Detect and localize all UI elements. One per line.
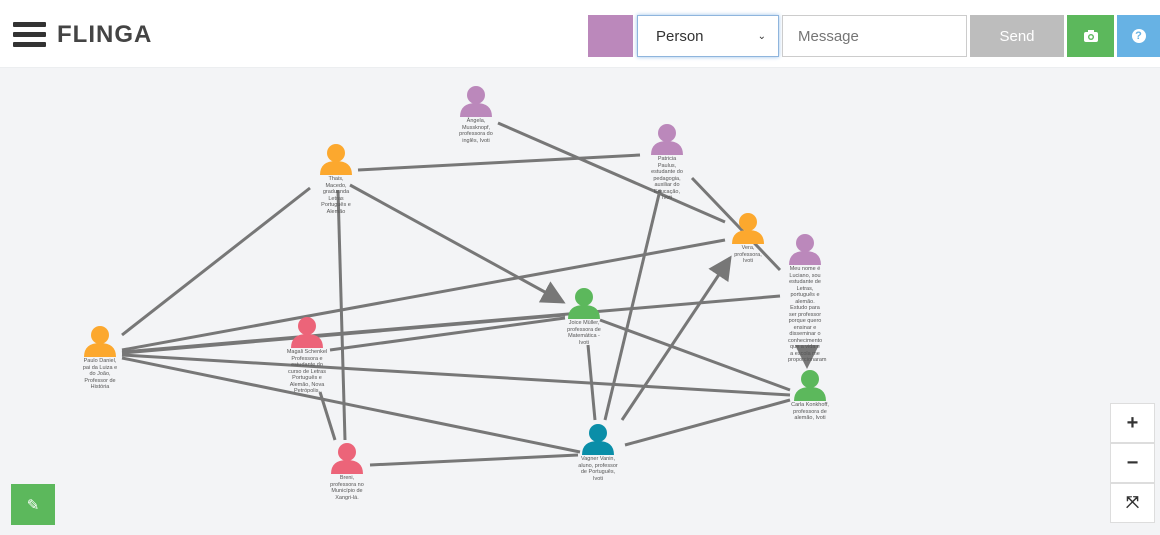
graph-edge[interactable] bbox=[121, 238, 726, 352]
person-node-carla[interactable]: Carla Konkhoff, professora de alemão, Iv… bbox=[775, 369, 845, 422]
person-icon bbox=[651, 124, 683, 155]
graph-edge[interactable] bbox=[620, 255, 732, 421]
person-icon bbox=[794, 370, 826, 401]
menu-icon[interactable] bbox=[13, 22, 46, 48]
help-button[interactable]: ? bbox=[1117, 15, 1160, 57]
top-bar: FLINGA Person ⌄ Send ? bbox=[0, 0, 1160, 68]
graph-edge[interactable] bbox=[121, 356, 581, 454]
person-icon bbox=[582, 424, 614, 455]
graph-edge[interactable] bbox=[603, 189, 662, 421]
person-icon bbox=[291, 317, 323, 348]
person-icon bbox=[331, 443, 363, 474]
person-icon bbox=[84, 326, 116, 357]
graph-edge[interactable] bbox=[497, 121, 726, 224]
zoom-in-button[interactable]: + bbox=[1110, 403, 1155, 443]
node-label: Thais, Macedo, graduanda Letras Portuguê… bbox=[321, 176, 351, 215]
node-type-value: Person bbox=[656, 27, 704, 45]
color-picker[interactable] bbox=[588, 15, 633, 57]
node-label: Meu nome é Luciano, sou estudante de Let… bbox=[788, 266, 827, 363]
person-node-teal[interactable]: Vagner Vanin, aluno, professor de Portug… bbox=[563, 423, 633, 482]
node-label: Paulo Daniel, pai da Luiza e do João, Pr… bbox=[82, 358, 118, 390]
person-node-paulo[interactable]: Paulo Daniel, pai da Luiza e do João, Pr… bbox=[65, 325, 135, 391]
person-icon bbox=[320, 144, 352, 175]
person-node-thais[interactable]: Thais, Macedo, graduanda Letras Portuguê… bbox=[301, 143, 371, 215]
graph-edge[interactable] bbox=[690, 176, 782, 272]
graph-edge[interactable] bbox=[336, 189, 347, 441]
chevron-down-icon: ⌄ bbox=[757, 30, 766, 42]
person-node-luciano[interactable]: Meu nome é Luciano, sou estudante de Let… bbox=[770, 233, 840, 364]
app-logo: FLINGA bbox=[57, 21, 153, 48]
person-node-patricia[interactable]: Patricia Paulus, estudante do pedagogia,… bbox=[632, 123, 702, 202]
person-node-angela[interactable]: Ângela, Mussknopf, professora do inglês,… bbox=[441, 85, 511, 144]
person-node-magali[interactable]: Magali Schenkel Professora e estudante d… bbox=[272, 316, 342, 395]
node-label: Vera, professora, Ivoti bbox=[734, 245, 762, 264]
camera-button[interactable] bbox=[1067, 15, 1114, 57]
graph-edge[interactable] bbox=[349, 183, 566, 304]
person-icon bbox=[568, 288, 600, 319]
edit-button[interactable]: ✎ bbox=[11, 484, 55, 525]
node-label: Ângela, Mussknopf, professora do inglês,… bbox=[459, 118, 493, 144]
graph-edge[interactable] bbox=[624, 398, 791, 447]
pencil-icon: ✎ bbox=[26, 496, 40, 514]
node-label: Patricia Paulus, estudante do pedagogia,… bbox=[651, 156, 683, 201]
graph-edge[interactable] bbox=[599, 318, 791, 392]
send-button[interactable]: Send bbox=[970, 15, 1064, 57]
node-type-select[interactable]: Person ⌄ bbox=[637, 15, 779, 57]
help-icon: ? bbox=[1131, 29, 1146, 43]
graph-edge[interactable] bbox=[357, 153, 641, 172]
graph-edge[interactable] bbox=[121, 313, 566, 355]
person-node-vera[interactable]: Vera, professora, Ivoti bbox=[713, 212, 783, 265]
node-label: Vagner Vanin, aluno, professor de Portug… bbox=[578, 456, 618, 482]
node-label: Joice Müller, professora de Matemática -… bbox=[567, 320, 601, 346]
person-node-breni[interactable]: Breni, professora no Município de Xangri… bbox=[312, 442, 382, 501]
graph-edge[interactable] bbox=[121, 186, 311, 337]
graph-edge[interactable] bbox=[121, 353, 791, 397]
person-icon bbox=[789, 234, 821, 265]
person-node-joice[interactable]: Joice Müller, professora de Matemática -… bbox=[549, 287, 619, 346]
node-label: Carla Konkhoff, professora de alemão, Iv… bbox=[791, 402, 829, 421]
zoom-out-button[interactable]: − bbox=[1110, 443, 1155, 483]
fit-screen-button[interactable]: ⤧ bbox=[1110, 483, 1155, 523]
graph-edge[interactable] bbox=[329, 316, 566, 352]
person-icon bbox=[460, 86, 492, 117]
message-input[interactable] bbox=[782, 15, 967, 57]
camera-icon bbox=[1083, 30, 1098, 42]
person-icon bbox=[732, 213, 764, 244]
node-label: Breni, professora no Município de Xangri… bbox=[330, 475, 364, 501]
node-label: Magali Schenkel Professora e estudante d… bbox=[286, 349, 328, 394]
graph-edge[interactable] bbox=[369, 453, 579, 467]
